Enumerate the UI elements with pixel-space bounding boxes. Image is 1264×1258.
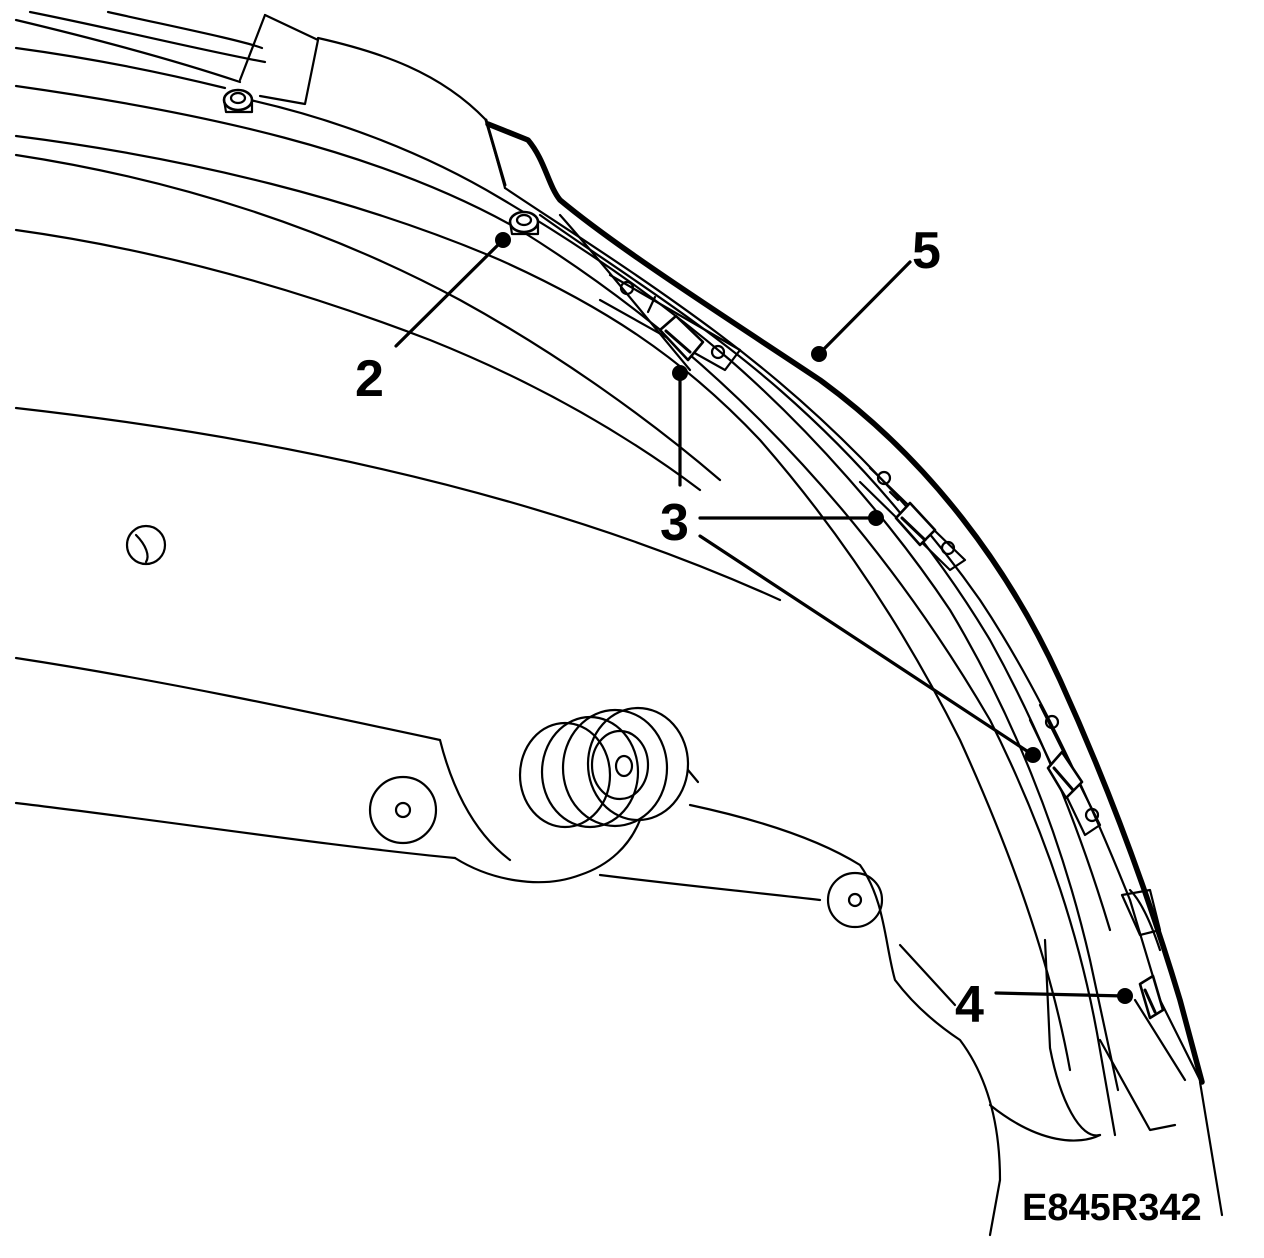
callout-2: 2: [355, 350, 384, 408]
clip-3-middle: [894, 501, 937, 547]
upper-trim-panel: [14, 10, 1120, 1137]
callout-3: 3: [660, 494, 689, 552]
callout-4: 4: [955, 976, 984, 1034]
callout-5: 5: [912, 222, 941, 280]
lower-body-panel: [14, 524, 1102, 1237]
clip-3-lower: [1046, 750, 1084, 800]
weatherstrip-seal: [484, 118, 1224, 1217]
grommet-2: [508, 210, 540, 236]
leader-lines: [394, 232, 1133, 1004]
clip-4: [1138, 974, 1165, 1020]
clip-3-upper: [658, 314, 705, 362]
coil-spring: [518, 706, 700, 829]
grommet-top-left: [222, 88, 254, 114]
figure-reference: E845R342: [1022, 1187, 1202, 1229]
